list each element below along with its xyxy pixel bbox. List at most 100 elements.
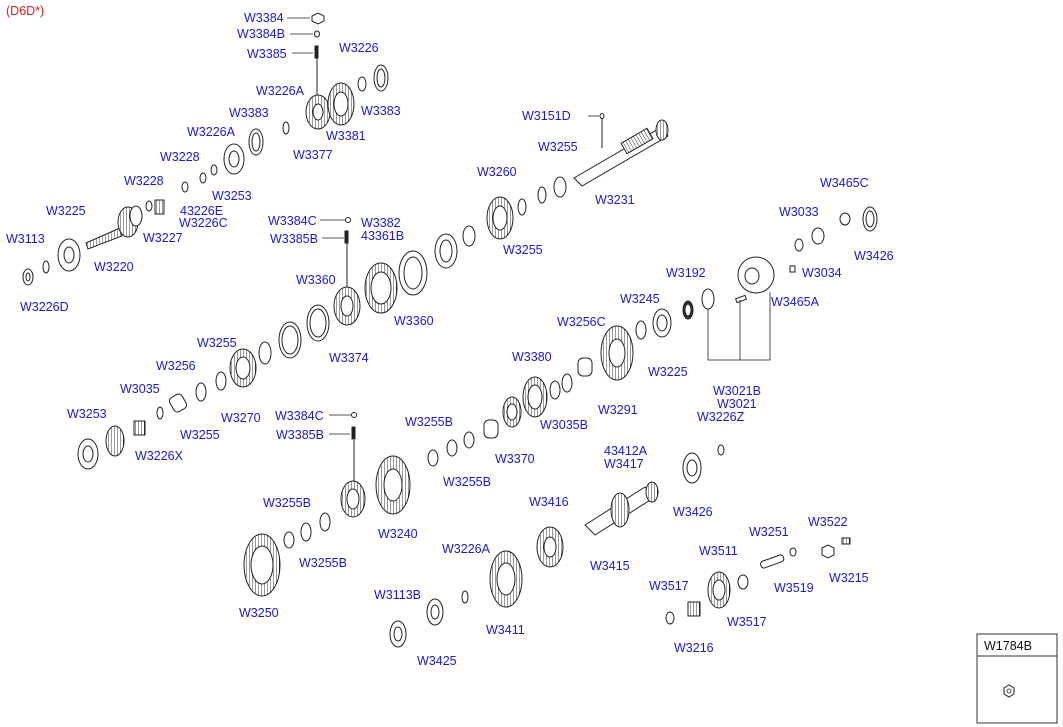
ring-w3035b-b bbox=[549, 380, 561, 400]
label-w3226z: W3226Z bbox=[697, 410, 745, 424]
label-w3255b: W3255B bbox=[299, 556, 347, 570]
label-w3253: W3253 bbox=[67, 407, 107, 421]
label-w3226a: W3226A bbox=[442, 542, 491, 556]
pin-w3465a bbox=[789, 265, 796, 273]
label-w3250: W3250 bbox=[239, 606, 279, 620]
label-w3227: W3227 bbox=[143, 231, 183, 245]
pin-w3151d bbox=[599, 113, 605, 119]
label-w3384c: W3384C bbox=[268, 214, 317, 228]
washer-w3517-a bbox=[737, 574, 749, 590]
label-w3251: W3251 bbox=[749, 525, 789, 539]
pin-w3384b bbox=[314, 30, 320, 38]
label-w3383: W3383 bbox=[361, 104, 401, 118]
ring-w3255b-d bbox=[319, 512, 331, 532]
ring-w3228-b bbox=[145, 200, 153, 212]
label-w3228: W3228 bbox=[160, 150, 200, 164]
label-w3226a: W3226A bbox=[187, 125, 236, 139]
label-w3425: W3425 bbox=[417, 654, 457, 668]
label-w3411: W3411 bbox=[486, 623, 525, 637]
label-w3385: W3385 bbox=[247, 47, 287, 61]
seal-w3192-a bbox=[701, 288, 715, 310]
snap-w3226z bbox=[717, 444, 725, 456]
ring-w3255-b bbox=[537, 186, 547, 204]
pin-w3384c-b bbox=[351, 412, 357, 418]
label-w3360: W3360 bbox=[394, 314, 434, 328]
label-w3253: W3253 bbox=[212, 189, 252, 203]
label-w3381: W3381 bbox=[326, 129, 366, 143]
ring-w3255b-f bbox=[283, 531, 295, 549]
label-w3255: W3255 bbox=[180, 428, 220, 442]
snap-w3226a-3 bbox=[461, 590, 469, 604]
ring-w3255b-a bbox=[463, 431, 475, 449]
label-w3113: W3113 bbox=[6, 232, 45, 246]
inset-label: W1784B bbox=[984, 639, 1032, 653]
label-w3382: W3382 bbox=[361, 216, 401, 230]
ring-w3255-d bbox=[215, 371, 227, 391]
label-w3426: W3426 bbox=[854, 249, 894, 263]
ring-w3035b-a bbox=[561, 373, 573, 393]
ring-w3255-c bbox=[517, 198, 527, 216]
label-w3255: W3255 bbox=[197, 336, 237, 350]
label-w3220: W3220 bbox=[94, 260, 134, 274]
ring-w3228-a bbox=[181, 181, 189, 193]
label-43226e: 43226E bbox=[180, 204, 223, 218]
label-w3270: W3270 bbox=[221, 411, 261, 425]
snap-w3226a-1 bbox=[282, 121, 290, 135]
label-w3385b: W3385B bbox=[270, 232, 318, 246]
label-43412a: 43412A bbox=[604, 444, 648, 458]
spring-w3385 bbox=[314, 45, 319, 59]
label-w3517: W3517 bbox=[727, 615, 767, 629]
ring-w3226 bbox=[357, 76, 367, 92]
label-w3383: W3383 bbox=[229, 106, 269, 120]
label-w3228: W3228 bbox=[124, 174, 164, 188]
nut-w3384 bbox=[311, 12, 325, 25]
label-w3517: W3517 bbox=[649, 579, 689, 593]
label-w3215: W3215 bbox=[829, 571, 869, 585]
ring-w3255-a bbox=[553, 176, 567, 198]
label-w3226d: W3226D bbox=[20, 300, 69, 314]
gear-w3226x bbox=[105, 425, 125, 457]
label-43361b: 43361B bbox=[361, 229, 404, 243]
label-w3465c: W3465C bbox=[820, 176, 869, 190]
label-w3226c: W3226C bbox=[179, 216, 228, 230]
spring-w3385b-a bbox=[344, 230, 349, 244]
label-w3416: W3416 bbox=[529, 495, 569, 509]
label-w3035: W3035 bbox=[120, 382, 160, 396]
sleeve-w3256 bbox=[168, 393, 188, 413]
label-w3021: W3021 bbox=[717, 397, 757, 411]
ring-w3226d bbox=[42, 260, 50, 274]
label-w3384c: W3384C bbox=[275, 409, 324, 423]
ring-w3033 bbox=[794, 238, 804, 252]
label-w3511: W3511 bbox=[699, 544, 738, 558]
label-w3465a: W3465A bbox=[771, 295, 820, 309]
label-w3035b: W3035B bbox=[540, 418, 588, 432]
bolt-w3021 bbox=[734, 294, 748, 304]
ring-w3382 bbox=[462, 225, 476, 247]
variant-tag: (D6D*) bbox=[6, 4, 44, 18]
label-w3415: W3415 bbox=[590, 559, 630, 573]
label-w3291: W3291 bbox=[598, 403, 638, 417]
shaft-w3251 bbox=[760, 554, 785, 569]
label-w3225: W3225 bbox=[46, 204, 86, 218]
bearing-w3216 bbox=[687, 601, 701, 617]
label-w3192: W3192 bbox=[666, 266, 706, 280]
sleeve-w3255b bbox=[483, 419, 499, 439]
washer-w3517-b bbox=[665, 611, 675, 625]
label-w3255b: W3255B bbox=[405, 415, 453, 429]
label-w3522: W3522 bbox=[808, 515, 848, 529]
label-w3426: W3426 bbox=[673, 505, 713, 519]
label-w3245: W3245 bbox=[620, 292, 660, 306]
sleeve-w3256c bbox=[577, 357, 593, 377]
label-w3231: W3231 bbox=[595, 193, 635, 207]
ring-w3255-e bbox=[195, 382, 207, 402]
bearing-w3227 bbox=[154, 199, 165, 215]
label-w3374: W3374 bbox=[329, 351, 369, 365]
pin-w3384c-a bbox=[345, 217, 351, 223]
main-shaft-w3231 bbox=[573, 127, 669, 187]
label-w3384: W3384 bbox=[244, 11, 284, 25]
ring-w3226c bbox=[199, 172, 207, 184]
ring-w3255b-c bbox=[427, 449, 439, 467]
label-w3033: W3033 bbox=[779, 205, 819, 219]
label-w3519: W3519 bbox=[774, 581, 814, 595]
